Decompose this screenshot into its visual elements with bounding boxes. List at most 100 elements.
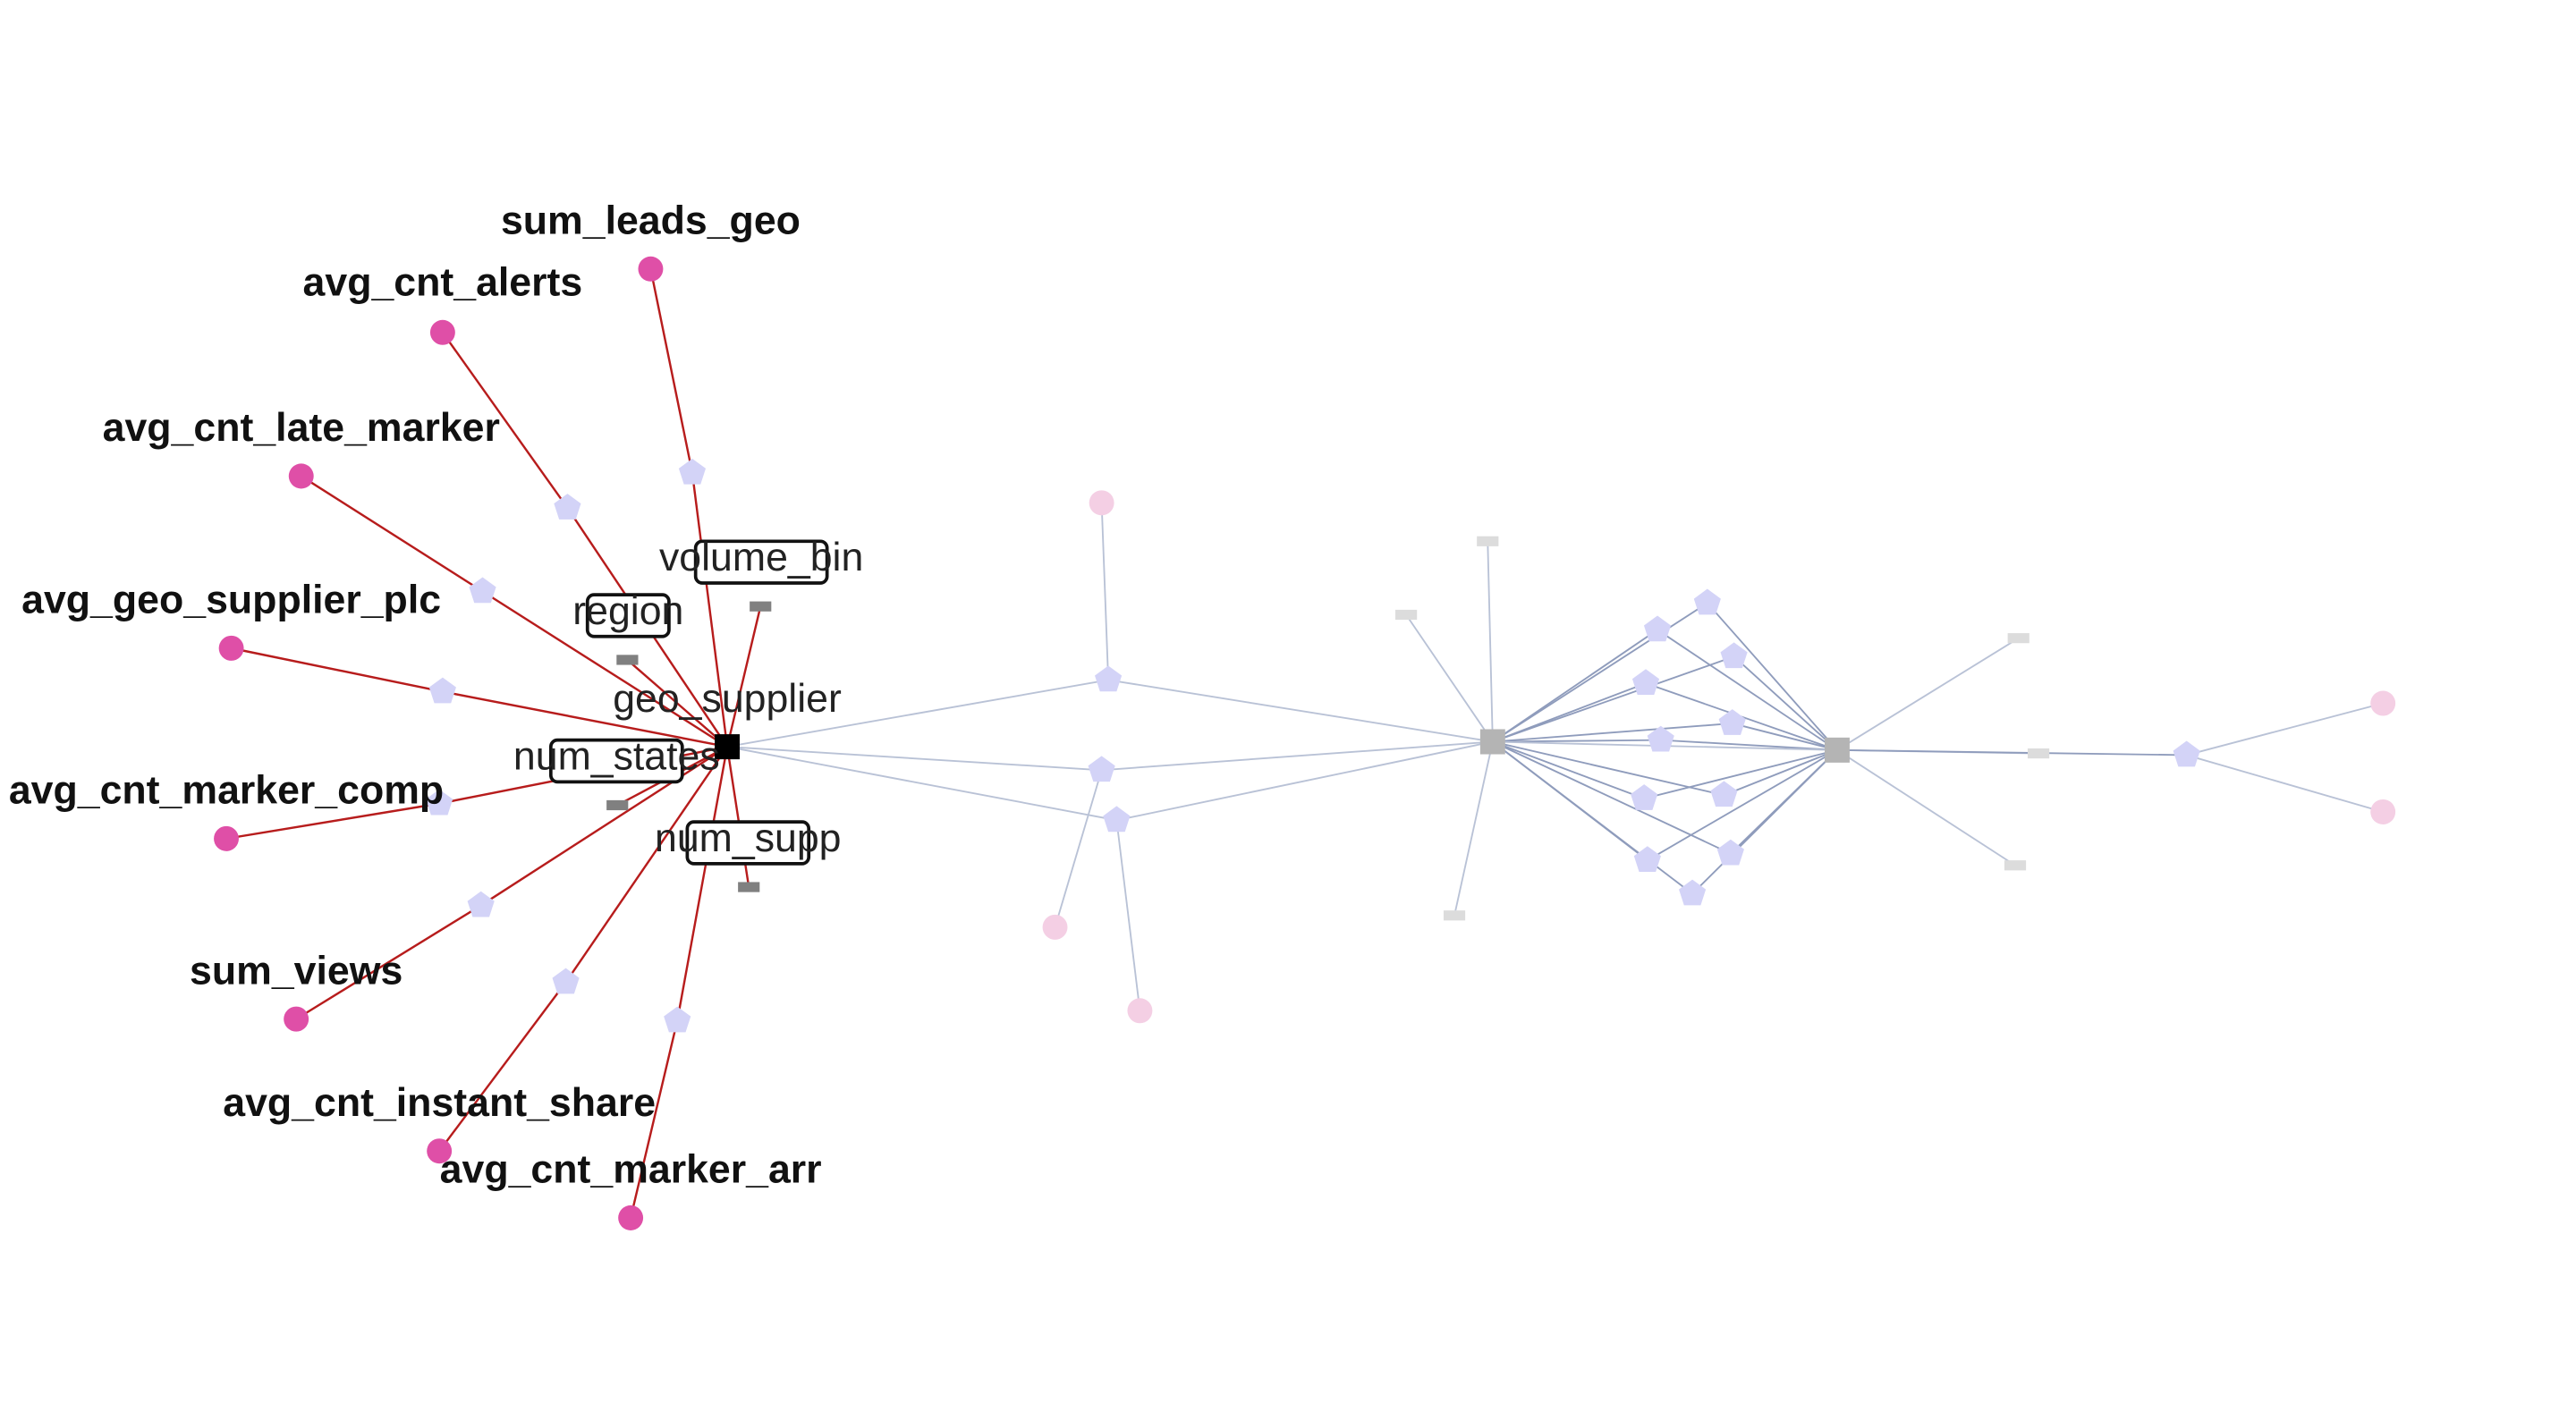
metric-label-avg-cnt-marker-arr: avg_cnt_marker_arr <box>440 1147 822 1192</box>
edge-faded <box>1836 749 2016 866</box>
entity-node-focus[interactable] <box>715 734 740 760</box>
measure-node[interactable] <box>678 458 707 485</box>
edge-faded <box>1116 740 1494 822</box>
measure-node-faded[interactable] <box>1088 756 1115 782</box>
dimension-node-faded[interactable] <box>2007 633 2029 644</box>
measure-node[interactable] <box>467 891 495 917</box>
metric-node[interactable] <box>218 635 244 661</box>
metric-label-sum-views: sum_views <box>190 948 402 993</box>
metric-node[interactable] <box>214 825 239 851</box>
edge-measure-entity <box>442 690 728 748</box>
metric-node[interactable] <box>288 463 314 489</box>
dimension-node[interactable] <box>750 601 772 612</box>
measure-node-faded[interactable] <box>1716 839 1744 866</box>
measure-node[interactable] <box>664 1006 691 1033</box>
metric-node-faded[interactable] <box>2370 799 2396 824</box>
metric-node[interactable] <box>427 1138 453 1164</box>
metric-node-faded[interactable] <box>1042 914 1068 940</box>
metric-label-avg-geo-supplier-plc: avg_geo_supplier_plc <box>21 578 441 622</box>
measure-node[interactable] <box>428 677 456 704</box>
edge-faded <box>1453 741 1494 916</box>
edge-metric-measure <box>295 904 482 1020</box>
measure-node-faded[interactable] <box>1103 806 1131 833</box>
edge-metric-measure <box>231 647 444 693</box>
dimension-node-faded[interactable] <box>1477 536 1499 546</box>
edge-faded <box>2186 702 2384 756</box>
entity-node-faded[interactable] <box>1479 729 1505 755</box>
dimension-node-faded[interactable] <box>2027 748 2050 759</box>
edge-faded <box>1643 748 1838 799</box>
measure-node-faded[interactable] <box>1679 879 1707 906</box>
measure-node-faded[interactable] <box>1720 642 1748 669</box>
metric-label-avg-cnt-marker-comp: avg_cnt_marker_comp <box>9 768 444 813</box>
metric-node[interactable] <box>618 1204 644 1230</box>
faded-edges <box>726 503 2384 1011</box>
faded-nodes <box>1042 490 2396 1024</box>
edge-faded <box>726 746 1102 772</box>
edge-faded <box>1492 739 1661 743</box>
dimension-tag-region[interactable]: region <box>572 588 683 638</box>
edge-faded <box>1107 679 1493 743</box>
metric-node[interactable] <box>429 319 455 345</box>
edge-faded <box>1492 740 1693 895</box>
measure-node-faded[interactable] <box>1693 588 1721 615</box>
edge-faded <box>2186 754 2384 813</box>
metric-node-faded[interactable] <box>2370 690 2396 716</box>
measure-node-faded[interactable] <box>1095 665 1123 692</box>
dimension-node[interactable] <box>738 882 760 892</box>
edge-dimension-entity <box>725 605 762 748</box>
measure-node-faded[interactable] <box>1710 781 1738 807</box>
metric-node[interactable] <box>284 1006 309 1032</box>
dimension-node-faded[interactable] <box>2004 860 2027 871</box>
edge-metric-measure <box>301 475 484 593</box>
dimension-tag-label: volume_bin <box>659 535 863 579</box>
metric-node-faded[interactable] <box>1089 490 1114 516</box>
measure-node[interactable] <box>426 789 453 816</box>
edge-faded <box>1054 769 1103 928</box>
edge-faded <box>726 746 1117 822</box>
measure-node-faded[interactable] <box>1647 725 1674 752</box>
measure-node-faded[interactable] <box>2173 740 2200 767</box>
measure-node-faded[interactable] <box>1631 784 1658 810</box>
edge-faded <box>1657 629 1838 751</box>
dimension-tag-label: region <box>572 588 683 633</box>
focus-nodes <box>214 256 772 1230</box>
dimension-node-faded[interactable] <box>1443 910 1466 921</box>
edge-measure-entity <box>564 746 729 984</box>
edge-faded <box>1492 740 1732 855</box>
measure-node[interactable] <box>552 968 580 994</box>
metric-node[interactable] <box>638 256 664 282</box>
metric-label-avg-cnt-instant-share: avg_cnt_instant_share <box>223 1080 656 1125</box>
edge-faded <box>1492 740 1724 797</box>
dimension-node[interactable] <box>616 655 639 665</box>
edge-faded <box>1724 748 1838 797</box>
edge-faded <box>1707 602 1838 751</box>
dimension-tag-volume-bin[interactable]: volume_bin <box>659 535 863 585</box>
metric-label-avg-cnt-late-marker: avg_cnt_late_marker <box>103 405 500 450</box>
measure-node[interactable] <box>469 577 496 604</box>
measure-node-faded[interactable] <box>1643 615 1672 642</box>
edge-measure-entity <box>481 590 728 748</box>
entity-label-focus: geo_supplier <box>613 676 842 721</box>
edge-metric-measure <box>225 802 440 841</box>
dimension-node-faded[interactable] <box>1395 609 1418 621</box>
dimension-tag-num-states[interactable]: num_states <box>513 733 720 784</box>
measure-node-faded[interactable] <box>1718 709 1746 735</box>
metric-label-sum-leads-geo: sum_leads_geo <box>501 198 801 242</box>
dimension-tag-num-supp[interactable]: num_supp <box>655 816 842 866</box>
edge-faded <box>1487 541 1494 742</box>
edge-faded <box>1836 748 2187 756</box>
edge-measure-entity <box>691 472 729 748</box>
dimension-node[interactable] <box>606 799 629 811</box>
entity-node-faded[interactable] <box>1825 737 1850 763</box>
edge-metric-measure <box>629 1020 679 1219</box>
measure-node-faded[interactable] <box>1633 846 1661 873</box>
edge-dimension-entity <box>626 659 728 748</box>
edge-faded <box>1492 682 1647 743</box>
measure-node[interactable] <box>554 494 581 520</box>
edge-faded <box>1836 637 2020 751</box>
measure-node-faded[interactable] <box>1631 669 1660 695</box>
edge-faded <box>1115 820 1141 1011</box>
metric-node-faded[interactable] <box>1127 998 1153 1024</box>
